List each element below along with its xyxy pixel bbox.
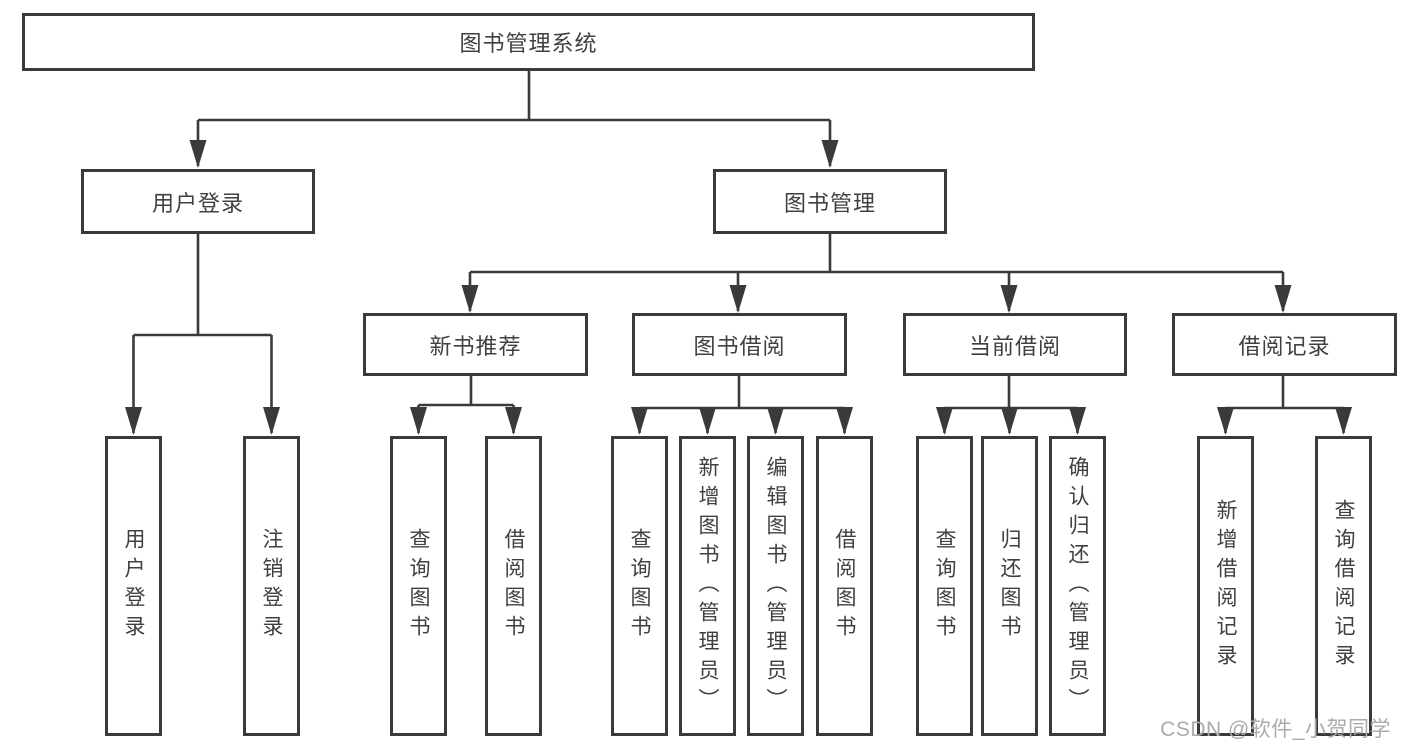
leaf-query-books-current: 查询图书 (916, 436, 973, 736)
leaf-borrow-books-recommend: 借阅图书 (485, 436, 542, 736)
leaf-edit-books-admin: 编辑图书（管理员） (747, 436, 804, 736)
leaf-return-books: 归还图书 (981, 436, 1038, 736)
csdn-watermark: CSDN @软件_小贺同学 (1160, 718, 1391, 741)
node-label: 图书管理 (783, 190, 876, 216)
node-label: 图书借阅 (693, 333, 786, 359)
leaf-add-borrow-record: 新增借阅记录 (1197, 436, 1254, 736)
node-user-login: 用户登录 (81, 169, 315, 234)
node-library-management-system: 图书管理系统 (22, 13, 1035, 71)
leaf-confirm-return-admin: 确认归还（管理员） (1049, 436, 1106, 736)
node-label: 借阅图书 (833, 528, 856, 644)
leaf-query-books-recommend: 查询图书 (390, 436, 447, 736)
leaf-user-login: 用户登录 (105, 436, 162, 736)
node-label: 归还图书 (998, 528, 1021, 644)
leaf-query-borrow-record: 查询借阅记录 (1315, 436, 1372, 736)
node-book-management: 图书管理 (713, 169, 947, 234)
node-label: 新增图书（管理员） (696, 455, 719, 717)
node-label: 图书管理系统 (459, 31, 598, 56)
node-new-book-recommendation: 新书推荐 (363, 313, 588, 376)
node-label: 用户登录 (122, 528, 145, 644)
leaf-logout: 注销登录 (243, 436, 300, 736)
node-label: 新增借阅记录 (1214, 499, 1237, 673)
node-label: 当前借阅 (968, 333, 1061, 359)
node-label: 编辑图书（管理员） (764, 455, 787, 717)
leaf-borrow-books-borrowing: 借阅图书 (816, 436, 873, 736)
node-borrowing-records: 借阅记录 (1172, 313, 1397, 376)
node-label: 确认归还（管理员） (1066, 455, 1089, 717)
node-label: 查询图书 (407, 528, 430, 644)
node-label: 借阅记录 (1238, 333, 1331, 359)
node-current-borrowing: 当前借阅 (903, 313, 1127, 376)
leaf-add-books-admin: 新增图书（管理员） (679, 436, 736, 736)
node-label: 查询图书 (628, 528, 651, 644)
leaf-query-books-borrowing: 查询图书 (611, 436, 668, 736)
node-book-borrowing: 图书借阅 (632, 313, 847, 376)
node-label: 注销登录 (260, 528, 283, 644)
node-label: 查询图书 (933, 528, 956, 644)
node-label: 用户登录 (151, 190, 244, 216)
node-label: 查询借阅记录 (1332, 499, 1355, 673)
node-label: 借阅图书 (502, 528, 525, 644)
node-label: 新书推荐 (429, 333, 522, 359)
